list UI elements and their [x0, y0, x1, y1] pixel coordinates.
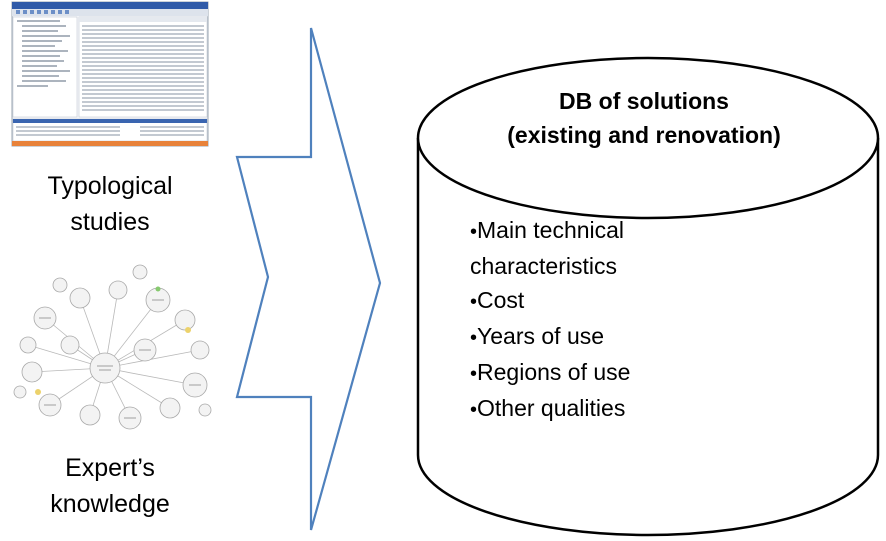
typological-studies-thumbnail — [11, 1, 209, 147]
bullet-icon: • — [470, 291, 478, 313]
database-cylinder — [416, 56, 880, 537]
bullet-icon: • — [470, 399, 478, 421]
database-title-line1: DB of solutions — [559, 88, 729, 114]
list-item: •Regions of use — [470, 355, 830, 391]
list-item: •Years of use — [470, 319, 830, 355]
expert-knowledge-label-line2: knowledge — [50, 490, 170, 518]
list-item: •Other qualities — [470, 391, 830, 427]
database-item-list: •Main technical characteristics •Cost •Y… — [470, 213, 830, 427]
list-item: •Main technical characteristics — [470, 213, 830, 283]
database-title-line2: (existing and renovation) — [507, 122, 781, 148]
typological-studies-label-line2: studies — [70, 208, 150, 236]
flow-arrow — [235, 27, 382, 531]
list-item-text: Other qualities — [477, 395, 626, 421]
list-item-text: Main technical — [477, 217, 625, 243]
list-item-text: Cost — [477, 287, 525, 313]
database-title: DB of solutions (existing and renovation… — [440, 84, 848, 152]
expert-knowledge-mindmap-thumbnail — [13, 264, 212, 430]
list-item-text: Regions of use — [477, 359, 631, 385]
bullet-icon: • — [470, 363, 478, 385]
list-item-text: Years of use — [477, 323, 605, 349]
typological-studies-label: Typological studies — [10, 168, 210, 240]
expert-knowledge-label-line1: Expert’s — [65, 454, 155, 482]
bullet-icon: • — [470, 327, 478, 349]
list-item-text-continued: characteristics — [470, 253, 617, 279]
bullet-icon: • — [470, 221, 478, 243]
list-item: •Cost — [470, 283, 830, 319]
typological-studies-label-line1: Typological — [47, 172, 173, 200]
expert-knowledge-label: Expert’s knowledge — [10, 450, 210, 522]
